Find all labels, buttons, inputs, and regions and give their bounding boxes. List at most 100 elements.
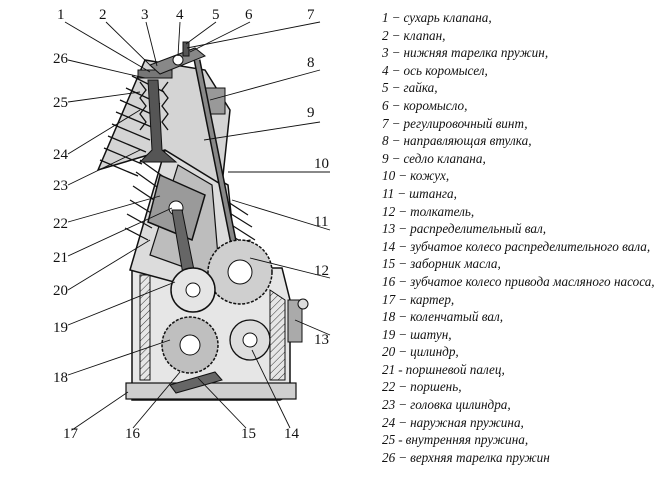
callout-labels: 1 2 3 4 5 6 7 8 9 10 11 12 13 14 15 16 1… (53, 7, 329, 442)
callout-22: 22 (53, 216, 68, 232)
legend-separator: − (391, 27, 401, 43)
legend-text: картер, (410, 291, 455, 307)
legend-number: 24 (382, 414, 396, 430)
legend-text: кожух, (410, 168, 450, 184)
legend-text: поршень, (410, 379, 462, 395)
valve-train-drawing (137, 41, 206, 163)
legend-item: 4−ось коромысел, (382, 62, 657, 80)
callout-17: 17 (63, 426, 79, 442)
legend-text: распределительный вал, (410, 221, 546, 237)
legend-item: 11−штанга, (382, 185, 657, 203)
legend-separator: − (391, 80, 401, 96)
legend-text: зубчатое колесо распределительного вала, (410, 238, 651, 254)
legend-item: 17−картер, (382, 291, 657, 309)
legend-separator: - (398, 361, 403, 377)
legend-number: 25 (382, 432, 396, 448)
legend-text: клапан, (403, 27, 446, 43)
legend-number: 20 (382, 344, 396, 360)
legend-item: 2−клапан, (382, 27, 657, 45)
legend-separator: − (398, 168, 408, 184)
legend-number: 18 (382, 309, 396, 325)
legend-separator: − (391, 62, 401, 78)
legend-text: головка цилиндра, (410, 397, 511, 413)
legend-number: 8 (382, 133, 389, 149)
callout-7: 7 (307, 7, 315, 23)
legend-item: 1−сухарь клапана, (382, 9, 657, 27)
legend-text: гайка, (403, 80, 438, 96)
legend-number: 7 (382, 115, 389, 131)
legend-item: 19−шатун, (382, 326, 657, 344)
legend-separator: − (391, 115, 401, 131)
callout-13: 13 (314, 332, 329, 348)
callout-4: 4 (176, 7, 184, 23)
legend-separator: − (398, 414, 408, 430)
legend-separator: − (398, 203, 408, 219)
legend-text: нижняя тарелка пружин, (403, 45, 549, 61)
legend-number: 6 (382, 97, 389, 113)
legend-text: наружная пружина, (410, 414, 524, 430)
legend-separator: - (398, 432, 403, 448)
legend-item: 12−толкатель, (382, 203, 657, 221)
legend-text: направляющая втулка, (403, 133, 532, 149)
legend-separator: − (398, 309, 408, 325)
legend-number: 9 (382, 150, 389, 166)
callout-15: 15 (241, 426, 256, 442)
legend-item: 15−заборник масла, (382, 255, 657, 273)
legend-number: 17 (382, 291, 396, 307)
legend-separator: − (398, 449, 408, 465)
callout-24: 24 (53, 147, 69, 163)
callout-20: 20 (53, 283, 68, 299)
legend-text: поршневой палец, (405, 361, 505, 377)
legend-text: ось коромысел, (403, 62, 488, 78)
legend-item: 26−верхняя тарелка пружин (382, 449, 657, 467)
legend-separator: − (398, 379, 408, 395)
callout-2: 2 (99, 7, 107, 23)
legend-item: 22−поршень, (382, 378, 657, 396)
legend-item: 7−регулировочный винт, (382, 115, 657, 133)
legend-number: 2 (382, 27, 389, 43)
legend-text: регулировочный винт, (403, 115, 528, 131)
parts-legend: 1−сухарь клапана,2−клапан,3−нижняя тарел… (382, 9, 657, 466)
legend-separator: − (398, 397, 408, 413)
legend-item: 3−нижняя тарелка пружин, (382, 44, 657, 62)
legend-number: 11 (382, 185, 395, 201)
legend-text: зубчатое колесо привода масляного насоса… (410, 273, 655, 289)
legend-item: 16−зубчатое колесо привода масляного нас… (382, 273, 657, 291)
legend-number: 22 (382, 379, 396, 395)
legend-number: 23 (382, 397, 396, 413)
legend-text: толкатель, (410, 203, 475, 219)
legend-separator: − (398, 221, 408, 237)
legend-number: 4 (382, 62, 389, 78)
legend-item: 20−цилиндр, (382, 343, 657, 361)
legend-number: 12 (382, 203, 396, 219)
legend-number: 13 (382, 221, 396, 237)
legend-separator: − (391, 97, 401, 113)
legend-separator: − (391, 10, 401, 25)
legend-text: заборник масла, (410, 256, 501, 272)
legend-item: 13−распределительный вал, (382, 220, 657, 238)
callout-6: 6 (245, 7, 253, 23)
legend-text: коленчатый вал, (410, 309, 504, 325)
legend-separator: − (397, 185, 407, 201)
legend-number: 1 (382, 10, 389, 25)
legend-text: внутренняя пружина, (405, 432, 529, 448)
piston-drawing (147, 173, 206, 293)
legend-separator: − (391, 150, 401, 166)
legend-number: 19 (382, 326, 396, 342)
legend-item: 25-внутренняя пружина, (382, 431, 657, 449)
callout-18: 18 (53, 370, 68, 386)
legend-number: 10 (382, 168, 396, 184)
callout-23: 23 (53, 178, 68, 194)
cylinder-head-drawing (96, 59, 231, 187)
legend-text: коромысло, (403, 97, 468, 113)
callout-1: 1 (57, 7, 65, 23)
engine-cutaway-diagram: 1 2 3 4 5 6 7 8 9 10 11 12 13 14 15 16 1… (53, 7, 331, 442)
legend-number: 16 (382, 273, 396, 289)
legend-separator: − (398, 344, 408, 360)
legend-number: 14 (382, 238, 396, 254)
leader-lines (64, 21, 331, 431)
legend-number: 15 (382, 256, 396, 272)
callout-19: 19 (53, 320, 68, 336)
callout-25: 25 (53, 95, 68, 111)
callout-8: 8 (307, 55, 315, 71)
